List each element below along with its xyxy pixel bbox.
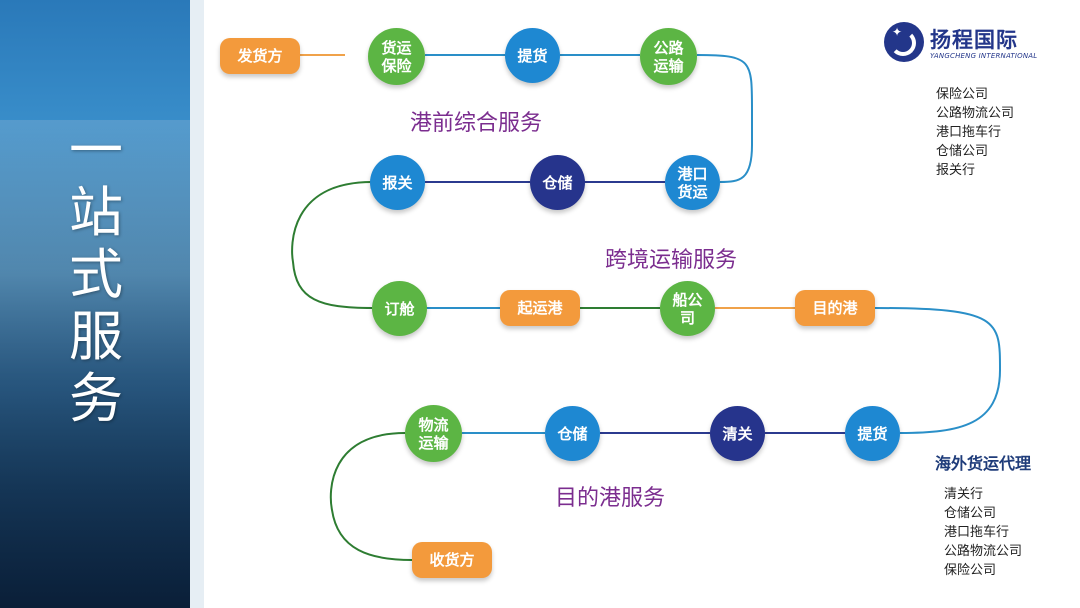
section-title-destination: 目的港服务	[555, 486, 666, 511]
overseas-partner-list: 清关行 仓储公司 港口拖车行 公路物流公司 保险公司	[944, 485, 1022, 580]
node-shipping-company: 船公司	[660, 281, 715, 336]
node-label-line: 货运	[677, 182, 708, 201]
connector-customs-booking	[291, 181, 373, 309]
section-title-pre-port: 港前综合服务	[410, 111, 543, 136]
node-label-line: 保险	[381, 56, 412, 75]
node-warehouse: 仓储	[530, 155, 585, 210]
node-label: 提货	[517, 46, 548, 65]
node-road-transport: 公路运输	[640, 28, 697, 85]
title-char: 一	[69, 119, 125, 182]
node-label-line: 运输	[418, 433, 449, 452]
node-label: 清关	[722, 424, 753, 443]
node-label-line: 港口	[677, 164, 708, 183]
node-label: 发货方	[237, 47, 283, 65]
node-label: 提货	[857, 424, 888, 443]
node-destination-port: 目的港	[795, 290, 875, 326]
title-char: 服	[69, 305, 125, 368]
node-label-line: 船公	[672, 290, 703, 309]
overseas-agent-heading: 海外货运代理	[935, 454, 1032, 473]
sea-background	[0, 120, 190, 608]
node-shipper: 发货方	[220, 38, 300, 74]
logo-star-icon: ✦	[892, 25, 903, 39]
node-label-line: 司	[679, 308, 695, 327]
connector-logistics-consignee	[329, 432, 413, 561]
logo-name: 扬程国际	[930, 28, 1018, 52]
node-delivery-pickup: 提货	[845, 406, 900, 461]
title-char: 务	[69, 367, 125, 430]
connector-road-port	[696, 54, 753, 183]
node-port-freight: 港口货运	[665, 155, 720, 210]
node-label: 公路运输	[649, 39, 687, 75]
list-item: 清关行	[944, 487, 984, 502]
node-label-line: 运输	[653, 56, 684, 75]
node-label: 仓储	[542, 173, 573, 192]
node-customs-declaration: 报关	[370, 155, 425, 210]
node-label: 起运港	[517, 299, 563, 317]
company-logo: ✦ 扬程国际 YANGCHENG INTERNATIONAL	[884, 22, 1044, 66]
slide-title-vertical: 一 站 式 服 务	[62, 120, 132, 430]
node-label: 订舱	[384, 299, 415, 318]
node-booking: 订舱	[372, 281, 427, 336]
node-consignee: 收货方	[412, 542, 492, 578]
title-char: 式	[69, 243, 125, 306]
section-title-cross-border: 跨境运输服务	[605, 248, 738, 273]
connector-destination-pickup	[874, 307, 1002, 434]
node-pickup: 提货	[505, 28, 560, 83]
logo-emblem-icon: ✦	[884, 22, 924, 62]
node-label: 收货方	[429, 551, 475, 569]
list-item: 仓储公司	[936, 144, 989, 159]
node-label-line: 货运	[381, 38, 412, 57]
list-item: 公路物流公司	[936, 106, 1015, 121]
list-item: 港口拖车行	[936, 125, 1002, 140]
list-item: 保险公司	[936, 87, 989, 102]
node-label: 仓储	[557, 424, 588, 443]
node-label: 船公司	[668, 291, 706, 327]
node-label: 港口货运	[673, 165, 711, 201]
node-label: 目的港	[812, 299, 858, 317]
node-label: 货运保险	[377, 39, 415, 75]
node-origin-port: 起运港	[500, 290, 580, 326]
title-char: 站	[69, 181, 125, 244]
node-customs-clearance: 清关	[710, 406, 765, 461]
list-item: 公路物流公司	[944, 544, 1023, 559]
list-item: 报关行	[936, 163, 976, 178]
domestic-partner-list: 保险公司 公路物流公司 港口拖车行 仓储公司 报关行	[936, 85, 1014, 180]
node-destination-warehouse: 仓储	[545, 406, 600, 461]
logo-subtitle: YANGCHENG INTERNATIONAL	[930, 52, 1038, 60]
cargo-ship-banner: 一 站 式 服 务	[0, 0, 190, 608]
logo-swoosh	[890, 30, 916, 56]
node-label: 物流运输	[414, 416, 452, 452]
list-item: 保险公司	[944, 563, 997, 578]
node-logistics-transport: 物流运输	[405, 405, 462, 462]
node-label-line: 公路	[653, 38, 684, 57]
divider-bar	[190, 0, 204, 608]
node-cargo-insurance: 货运保险	[368, 28, 425, 85]
node-label-line: 物流	[418, 415, 449, 434]
list-item: 港口拖车行	[944, 525, 1010, 540]
node-label: 报关	[382, 173, 413, 192]
list-item: 仓储公司	[944, 506, 997, 521]
